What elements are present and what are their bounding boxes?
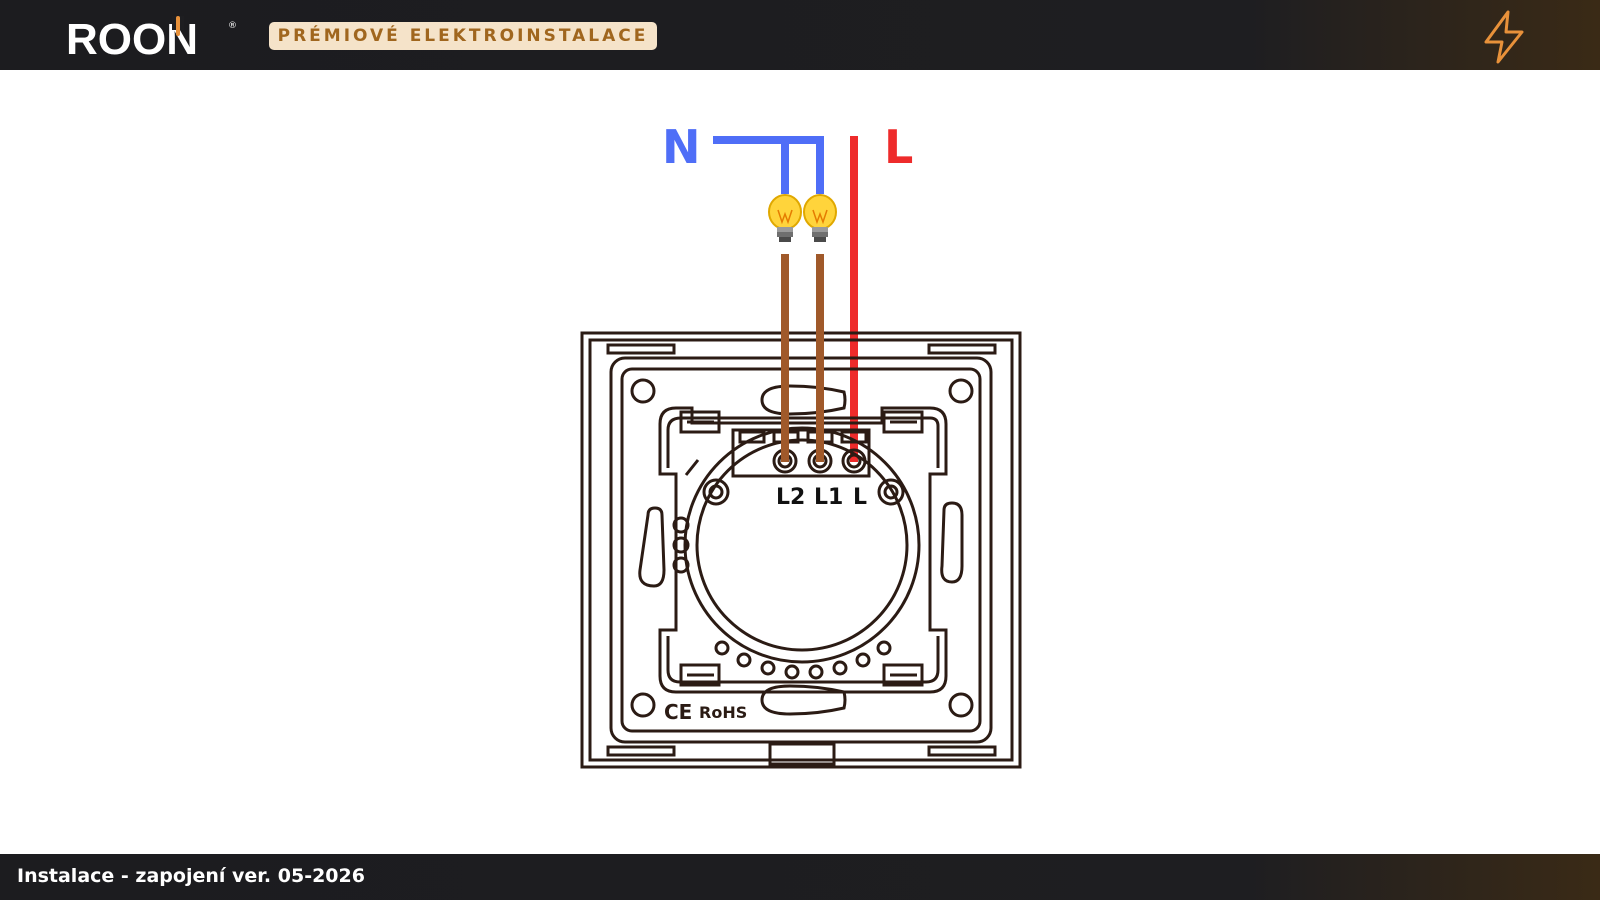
terminal-label-l1: L1 bbox=[814, 485, 843, 510]
tagline-badge: PRÉMIOVÉ ELEKTROINSTALACE bbox=[269, 22, 657, 50]
bulb-icon-l2 bbox=[768, 194, 802, 242]
header-bar: ROON ® PRÉMIOVÉ ELEKTROINSTALACE bbox=[0, 0, 1600, 70]
neutral-wire bbox=[713, 136, 824, 194]
terminal-label-l: L bbox=[853, 485, 867, 510]
terminal-label-l2: L2 bbox=[776, 485, 805, 510]
registered-mark: ® bbox=[228, 21, 237, 31]
ce-mark: CE bbox=[664, 700, 692, 724]
footer-bar: Instalace - zapojení ver. 05-2026 bbox=[0, 854, 1600, 900]
rohs-mark: RoHS bbox=[699, 703, 747, 722]
brand-logo: ROON ® bbox=[66, 15, 237, 60]
bulb-icon-l1 bbox=[803, 194, 837, 242]
footer-version-text: Instalace - zapojení ver. 05-2026 bbox=[17, 865, 365, 887]
lightning-bolt-icon bbox=[1484, 10, 1524, 64]
live-label: L bbox=[884, 120, 913, 174]
neutral-label: N bbox=[662, 120, 701, 174]
switch-backplate bbox=[580, 331, 1022, 769]
wiring-diagram: N L bbox=[580, 120, 1022, 769]
load-wires bbox=[781, 254, 824, 462]
